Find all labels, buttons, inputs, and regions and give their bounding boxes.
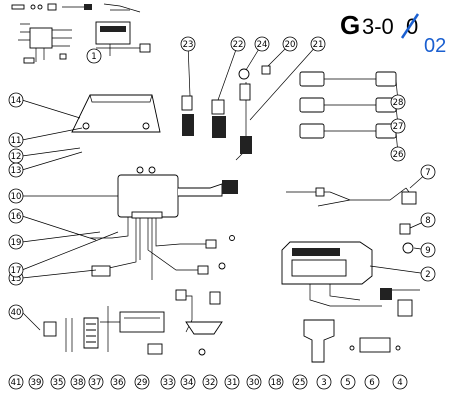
callout-18: 18 [268,374,284,390]
svg-text:7: 7 [425,168,430,178]
svg-text:38: 38 [73,378,84,388]
svg-text:41: 41 [11,378,22,388]
svg-text:22: 22 [233,40,244,50]
callout-21: 21 [310,36,326,52]
svg-text:23: 23 [183,40,194,50]
harness-kit-part [11,3,151,64]
callout-30: 30 [246,374,262,390]
svg-text:29: 29 [137,378,148,388]
callout-26: 26 [390,146,406,162]
revision-number: 02 [424,35,446,57]
callout-28: 28 [390,94,406,110]
svg-text:32: 32 [205,378,216,388]
callout-13: 13 [8,162,24,178]
callout-20: 20 [282,36,298,52]
callout-40: 40 [8,304,24,320]
callout-34: 34 [180,374,196,390]
callout-24: 24 [254,36,270,52]
callout-36: 36 [110,374,126,390]
sensor-cable-part [286,187,417,207]
callout-1: 1 [86,48,102,64]
svg-text:39: 39 [31,378,42,388]
callout-35: 35 [50,374,66,390]
svg-text:11: 11 [11,136,22,146]
svg-text:8: 8 [425,216,430,226]
svg-text:30: 30 [249,378,260,388]
svg-text:36: 36 [113,378,124,388]
svg-text:28: 28 [393,98,404,108]
callout-23: 23 [180,36,196,52]
svg-text:17: 17 [11,266,22,276]
svg-text:18: 18 [271,378,282,388]
callout-17: 17 [8,262,24,278]
fittings-part [399,223,414,254]
svg-text:35: 35 [53,378,64,388]
svg-text:9: 9 [425,246,430,256]
actuator-assembly-part [43,262,226,356]
callout-41: 41 [8,374,24,390]
callout-27: 27 [390,118,406,134]
callout-37: 37 [88,374,104,390]
svg-text:10: 10 [11,192,22,202]
svg-text:19: 19 [11,238,22,248]
svg-text:25: 25 [295,378,306,388]
display-unit-part [281,241,420,317]
strike-mark [400,13,420,39]
svg-text:27: 27 [393,122,404,132]
callouts: 1 2 3 4 5 6 7 8 9 10 11 12 13 14 15 16 1… [8,36,436,390]
callout-19: 19 [8,234,24,250]
bottom-right-parts [303,319,401,363]
drawing-code: G 3-0 0 02 [340,10,446,57]
callout-22: 22 [230,36,246,52]
control-module-part [90,166,238,280]
callout-14: 14 [8,92,24,108]
svg-text:40: 40 [11,308,22,318]
callout-11: 11 [8,132,24,148]
code-letter: G [340,10,360,40]
svg-text:26: 26 [393,150,404,160]
svg-text:20: 20 [285,40,296,50]
svg-text:16: 16 [11,212,22,222]
callout-7: 7 [420,164,436,180]
connector-cables-part [299,71,397,139]
callout-9: 9 [420,242,436,258]
callout-10: 10 [8,188,24,204]
callout-6: 6 [364,374,380,390]
svg-text:14: 14 [11,96,22,106]
callout-5: 5 [340,374,356,390]
svg-text:13: 13 [11,166,22,176]
callout-12: 12 [8,148,24,164]
callout-8: 8 [420,212,436,228]
svg-text:33: 33 [163,378,174,388]
callout-33: 33 [160,374,176,390]
mounting-bracket-part [71,94,161,133]
svg-text:6: 6 [369,378,374,388]
svg-text:1: 1 [91,52,96,62]
callout-29: 29 [134,374,150,390]
svg-text:5: 5 [345,378,350,388]
svg-text:21: 21 [313,40,324,50]
svg-text:15: 15 [11,274,22,284]
svg-text:31: 31 [227,378,238,388]
svg-text:24: 24 [257,40,268,50]
callout-16: 16 [8,208,24,224]
callout-31: 31 [224,374,240,390]
callout-4: 4 [392,374,408,390]
callout-25: 25 [292,374,308,390]
svg-text:4: 4 [397,378,402,388]
svg-text:3: 3 [321,378,326,388]
small-connectors-part [181,65,271,161]
svg-text:37: 37 [91,378,102,388]
svg-text:2: 2 [425,270,430,280]
svg-text:12: 12 [11,152,22,162]
svg-text:34: 34 [183,378,194,388]
callout-32: 32 [202,374,218,390]
code-rest: 3-0 [362,14,394,39]
callout-39: 39 [28,374,44,390]
callout-2: 2 [420,266,436,282]
callout-3: 3 [316,374,332,390]
leader-lines [21,43,429,331]
callout-38: 38 [70,374,86,390]
